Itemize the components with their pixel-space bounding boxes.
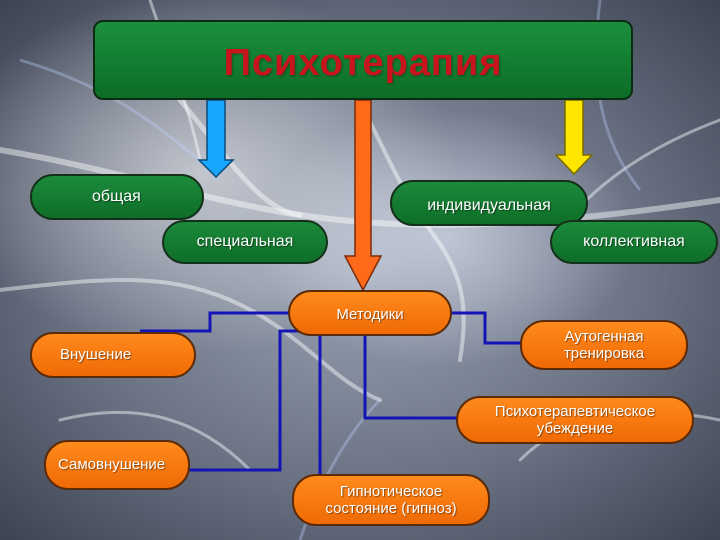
- node-hypnosis-label-2: состояние (гипноз): [325, 500, 457, 517]
- page-title: Психотерапия: [223, 42, 503, 84]
- node-methods: Методики: [288, 290, 452, 336]
- arrow-yellow: [554, 99, 594, 176]
- node-special-label: специальная: [196, 233, 294, 250]
- node-persuasion-label-1: Психотерапевтическое: [494, 402, 656, 420]
- arrow-blue: [197, 99, 235, 179]
- title-box: Психотерапия: [93, 20, 633, 100]
- node-autogenic: Аутогенная тренировка: [520, 320, 688, 370]
- node-suggestion-label: Внушение: [60, 346, 132, 364]
- node-methods-label: Методики: [336, 306, 404, 323]
- node-persuasion-label-2: убеждение: [536, 420, 614, 437]
- node-collective-label: коллективная: [583, 233, 685, 250]
- node-self-suggestion-label: Самовнушение: [58, 456, 166, 474]
- connector-persuasion: [363, 331, 458, 420]
- node-individual-label: индивидуальная: [427, 197, 551, 214]
- node-special: специальная: [162, 220, 328, 264]
- connector-autogenic: [452, 311, 530, 345]
- connector-self-suggestion: [186, 329, 300, 472]
- node-suggestion: Внушение: [30, 332, 196, 378]
- node-autogenic-label-2: тренировка: [563, 345, 645, 362]
- node-hypnosis-label-1: Гипнотическое: [339, 482, 443, 500]
- node-general: общая: [30, 174, 204, 220]
- node-collective: коллективная: [550, 220, 718, 264]
- node-autogenic-label-1: Аутогенная: [564, 327, 644, 345]
- node-persuasion: Психотерапевтическое убеждение: [456, 396, 694, 444]
- node-individual: индивидуальная: [390, 180, 588, 226]
- node-self-suggestion: Самовнушение: [44, 440, 190, 490]
- connector-hypnosis: [318, 331, 322, 482]
- arrow-orange: [343, 99, 383, 292]
- node-hypnosis: Гипнотическое состояние (гипноз): [292, 474, 490, 526]
- connector-suggestion: [140, 311, 293, 333]
- node-general-label: общая: [92, 188, 141, 205]
